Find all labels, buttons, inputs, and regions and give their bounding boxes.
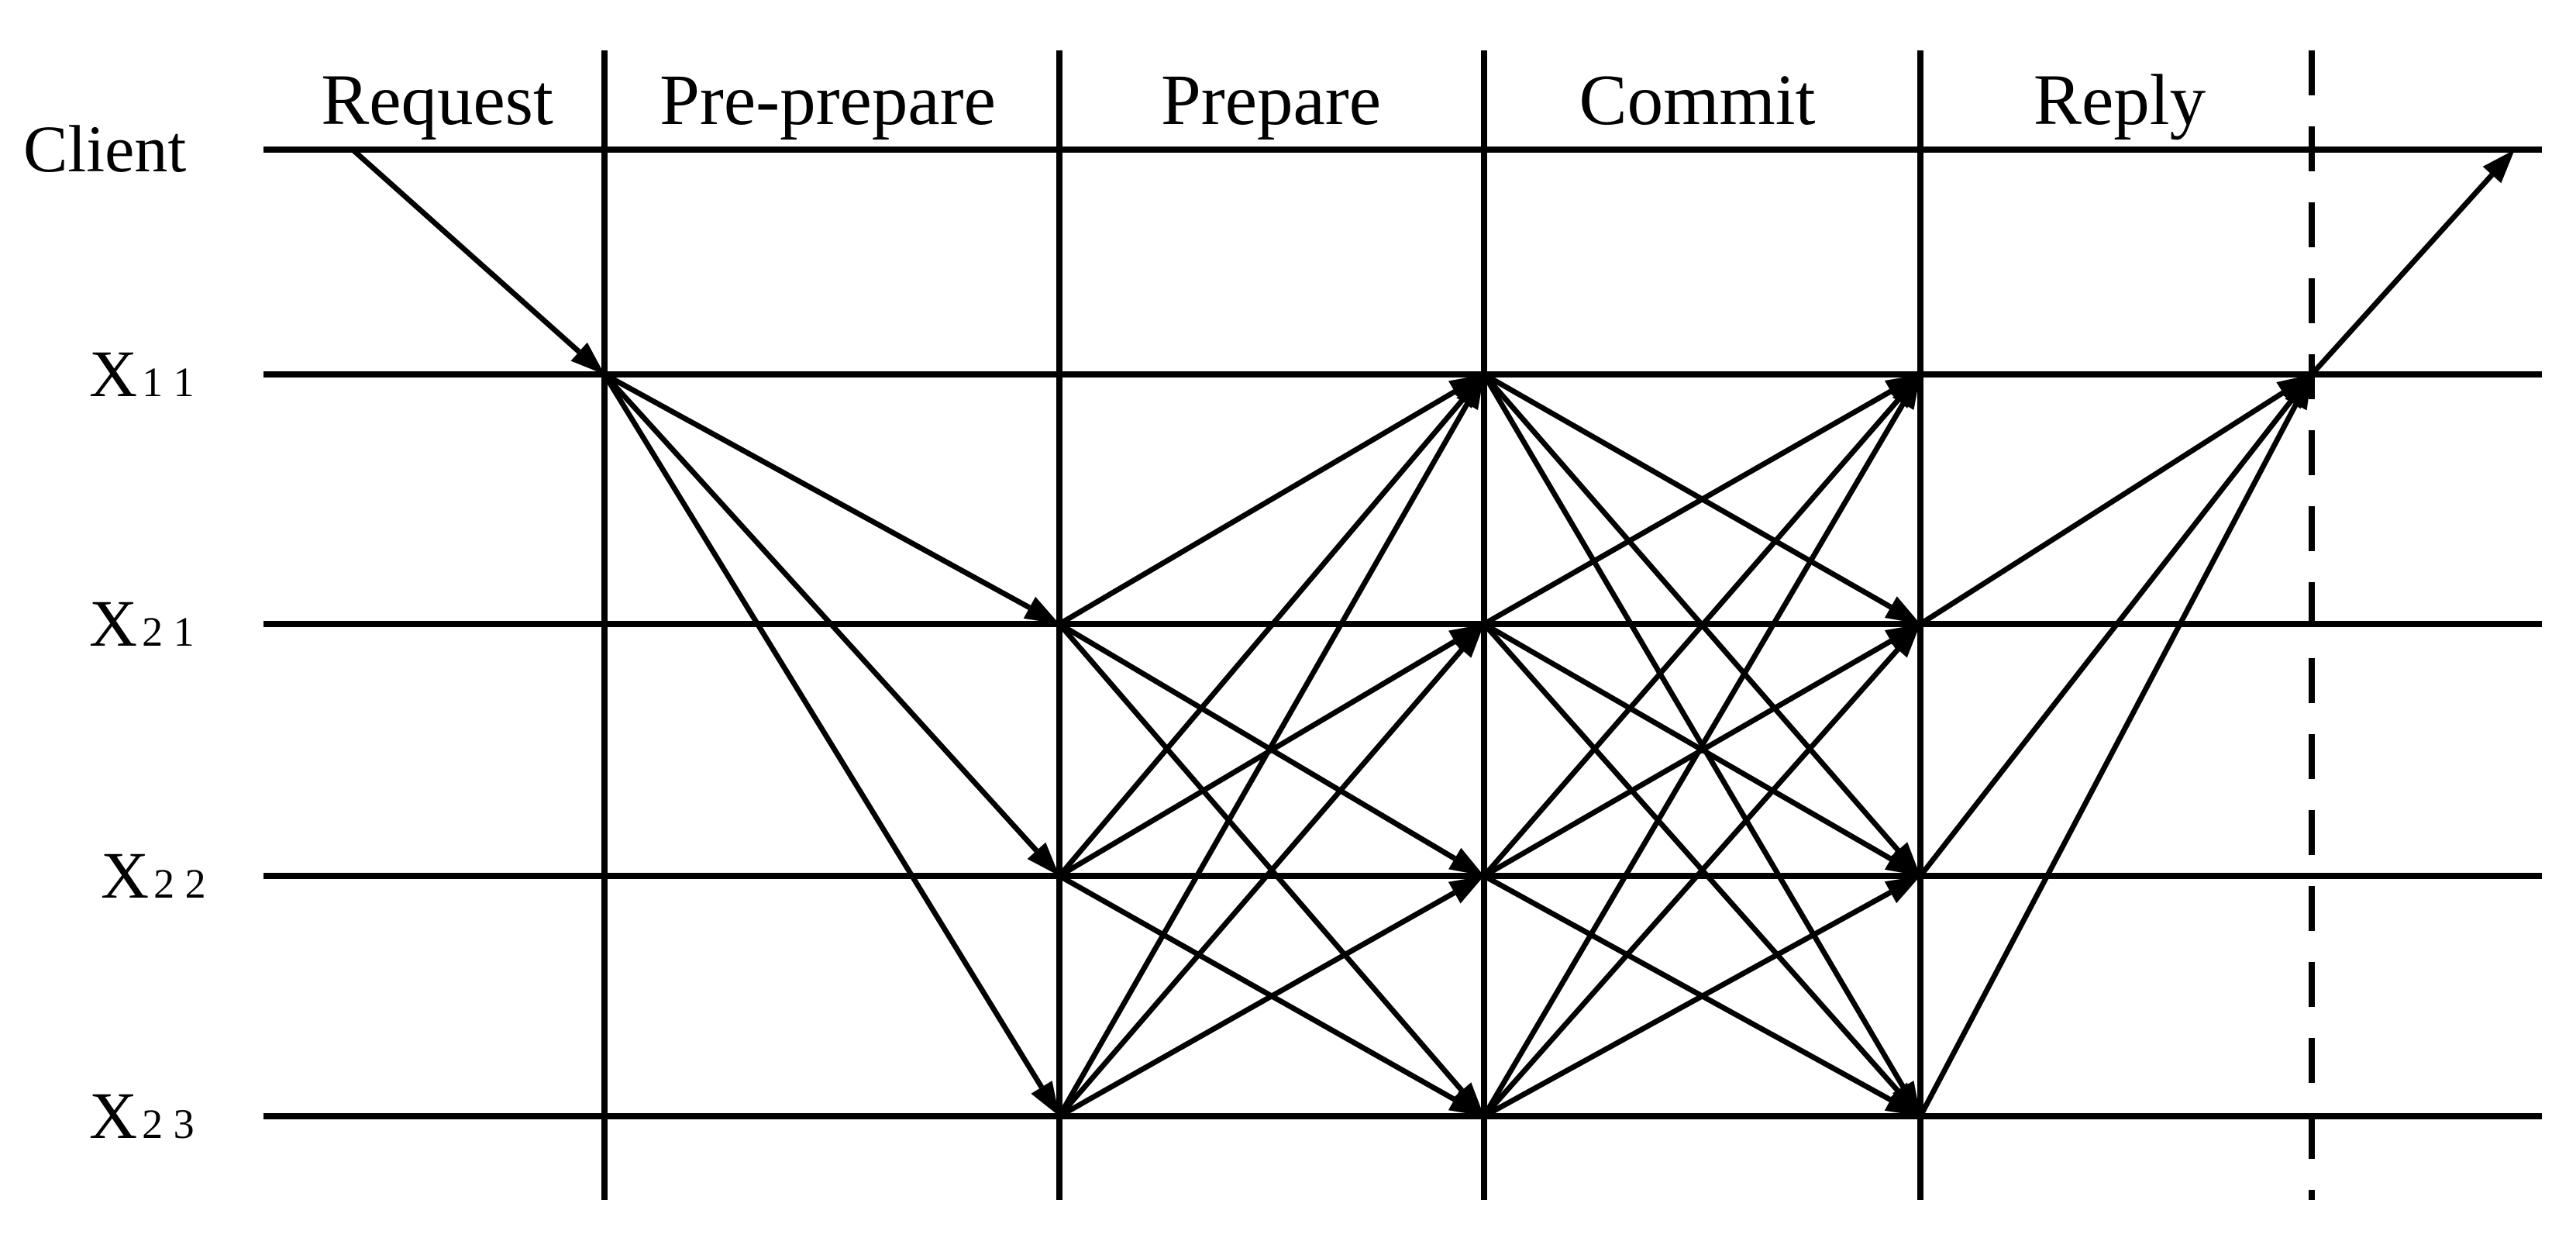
arrowhead [1031,1081,1059,1116]
message-shaft [602,372,1039,853]
message-arrow-prepare-x21-to-x22 [1058,621,1484,876]
arrowhead [1456,374,1484,411]
message-arrow-prepare-x23-to-x11 [1056,374,1484,1118]
message-arrow-reply-out-x11-to-client [2309,150,2515,377]
message-arrow-commit-x23-to-x22 [1483,876,1920,1119]
message-arrow-reply-x21-to-x11 [1919,374,2312,626]
arrowhead [1448,1088,1484,1116]
message-shaft [1481,402,1906,1118]
arrowhead [1888,624,1920,658]
message-arrow-request-client-to-x11 [350,147,604,374]
message-arrow-prepare-x21-to-x11 [1058,374,1484,627]
message-shaft [350,147,581,354]
message-arrow-commit-x23-to-x11 [1481,374,1920,1118]
arrowhead [1027,842,1059,876]
node-label-subscript: 2 3 [142,1101,195,1147]
message-arrow-pre-prepare-x11-to-x22 [602,372,1059,876]
message-shaft [1483,638,1892,879]
message-shaft [1483,371,1892,610]
message-shaft [1482,647,1900,1119]
message-shaft [1917,403,2299,1118]
node-label-main: X [89,1078,137,1153]
arrowhead [2482,150,2515,184]
message-shaft [2309,173,2495,377]
message-shaft [1482,622,1900,1093]
message-arrow-prepare-x23-to-x21 [1057,624,1484,1119]
grid-lines [263,50,2542,1200]
node-label-main: X [89,336,137,411]
message-shaft [1482,398,1900,878]
message-shaft [1481,373,1906,1088]
phase-label-pre-prepare: Pre-prepare [659,60,996,140]
message-shaft [603,371,1031,610]
message-shaft [1483,388,1892,627]
message-shaft [1482,372,1900,853]
message-shaft [1056,402,1470,1118]
message-shaft [602,373,1044,1089]
node-label-subscript: 2 2 [153,860,206,907]
phase-label-request: Request [321,60,553,140]
node-label-main: Client [23,112,186,186]
message-shaft [1058,621,1456,861]
arrowhead [570,342,604,374]
node-label-client: Client [23,112,186,186]
message-arrow-commit-x22-to-x23 [1483,873,1920,1116]
arrowhead [1023,596,1059,624]
message-shaft [1483,873,1892,1102]
message-arrow-commit-x23-to-x21 [1482,624,1920,1119]
message-shaft [1057,622,1464,1092]
arrowhead [2285,374,2312,411]
message-shaft [1918,399,2293,878]
message-shaft [1058,389,1456,627]
arrowhead [1884,876,1920,904]
node-label-subscript: 1 1 [142,359,195,405]
phase-labels: Request Pre-prepare Prepare Commit Reply [321,60,2206,140]
arrowhead [1884,1088,1920,1116]
phase-label-reply: Reply [2034,60,2206,140]
message-arrow-reply-x23-to-x11 [1917,374,2312,1118]
arrowhead [1452,624,1484,658]
message-arrow-prepare-x22-to-x23 [1058,873,1484,1116]
message-arrow-prepare-x23-to-x22 [1058,876,1484,1119]
arrowhead [1448,847,1484,876]
arrowhead [1448,876,1484,904]
phase-label-commit: Commit [1579,60,1816,140]
node-label-main: X [101,838,149,912]
message-shaft [1058,890,1456,1119]
message-shaft [1058,873,1456,1102]
message-shaft [1483,890,1892,1119]
message-arrow-commit-x11-to-x21 [1483,371,1920,624]
phase-label-prepare: Prepare [1161,60,1381,140]
message-shaft [1057,398,1465,878]
arrowhead [1884,596,1920,624]
message-arrow-pre-prepare-x11-to-x21 [603,371,1059,624]
message-shaft [1057,648,1464,1119]
arrowhead [1892,374,1920,411]
arrowhead [1884,848,1920,876]
message-arrow-pre-prepare-x11-to-x23 [602,373,1059,1116]
message-shaft [1919,390,2285,626]
message-arrow-commit-x21-to-x22 [1483,621,1920,876]
node-label-subscript: 2 1 [142,608,195,655]
node-label-main: X [89,586,137,660]
message-arrows [350,147,2515,1119]
message-shaft [1483,621,1892,862]
message-shaft [1058,639,1456,879]
